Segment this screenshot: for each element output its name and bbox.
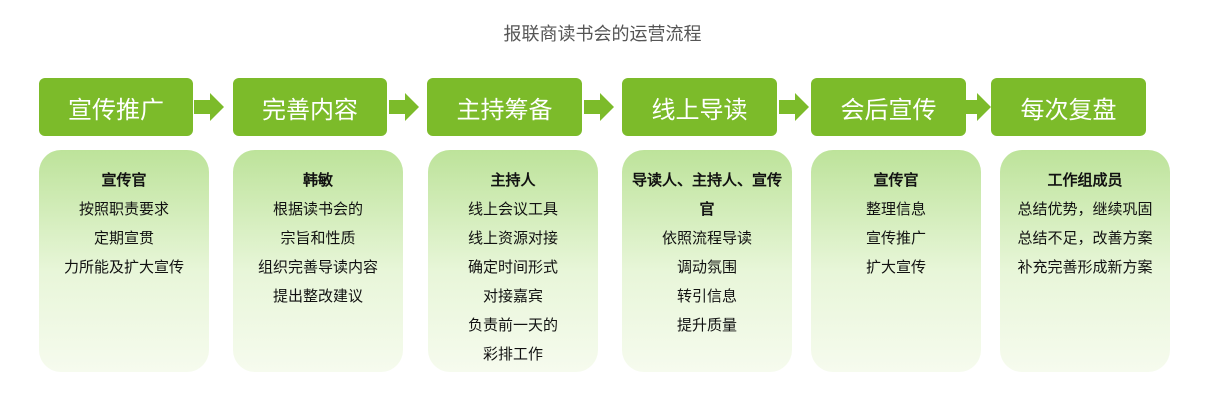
card-item: 根据读书会的: [272, 200, 363, 218]
card-item: 提升质量: [676, 316, 737, 334]
card-role: 工作组成员: [1047, 171, 1123, 189]
card-item: 对接嘉宾: [482, 287, 543, 305]
card-role: 韩敏: [302, 171, 333, 189]
arrow-right-icon: [584, 93, 614, 121]
card-item: 调动氛围: [676, 258, 737, 276]
step-card-6: 工作组成员 总结优势，继续巩固 总结不足，改善方案 补充完善形成新方案: [1000, 150, 1170, 372]
card-item: 力所能及扩大宣传: [63, 258, 184, 276]
step-header-5: 会后宣传: [811, 78, 966, 136]
card-item: 线上资源对接: [467, 229, 558, 247]
card-item: 彩排工作: [482, 345, 543, 363]
card-item: 按照职责要求: [78, 200, 169, 218]
step-card-2: 韩敏 根据读书会的 宗旨和性质 组织完善导读内容 提出整改建议: [233, 150, 403, 372]
card-item: 提出整改建议: [272, 287, 363, 305]
step-header-3: 主持筹备: [427, 78, 582, 136]
step-card-4: 导读人、主持人、宣传官 依照流程导读 调动氛围 转引信息 提升质量: [622, 150, 792, 372]
step-card-3: 主持人 线上会议工具 线上资源对接 确定时间形式 对接嘉宾 负责前一天的 彩排工…: [428, 150, 598, 372]
arrow-right-icon: [194, 93, 224, 121]
card-role: 主持人: [490, 171, 536, 189]
card-item: 依照流程导读: [661, 229, 752, 247]
card-item: 确定时间形式: [467, 258, 558, 276]
diagram-title: 报联商读书会的运营流程: [503, 24, 702, 45]
step-card-1: 宣传官 按照职责要求 定期宣贯 力所能及扩大宣传: [39, 150, 209, 372]
card-item: 定期宣贯: [93, 229, 154, 247]
card-role: 宣传官: [873, 171, 919, 189]
arrow-right-icon: [389, 93, 419, 121]
card-item: 总结不足，改善方案: [1017, 229, 1153, 247]
card-item: 宣传推广: [865, 229, 926, 247]
card-item: 负责前一天的: [467, 316, 558, 334]
step-header-4: 线上导读: [622, 78, 777, 136]
step-header-6: 每次复盘: [991, 78, 1146, 136]
card-item: 组织完善导读内容: [257, 258, 378, 276]
arrow-right-icon: [779, 93, 809, 121]
card-role: 导读人、主持人、宣传官: [632, 171, 783, 218]
arrow-right-icon: [961, 93, 991, 121]
step-header-1: 宣传推广: [39, 78, 193, 136]
card-item: 线上会议工具: [467, 200, 558, 218]
card-item: 宗旨和性质: [280, 229, 356, 247]
card-role: 宣传官: [101, 171, 147, 189]
step-header-2: 完善内容: [233, 78, 387, 136]
card-item: 扩大宣传: [865, 258, 926, 276]
card-item: 整理信息: [865, 200, 926, 218]
card-item: 补充完善形成新方案: [1017, 258, 1153, 276]
card-item: 转引信息: [676, 287, 737, 305]
card-item: 总结优势，继续巩固: [1017, 200, 1153, 218]
step-card-5: 宣传官 整理信息 宣传推广 扩大宣传: [811, 150, 981, 372]
